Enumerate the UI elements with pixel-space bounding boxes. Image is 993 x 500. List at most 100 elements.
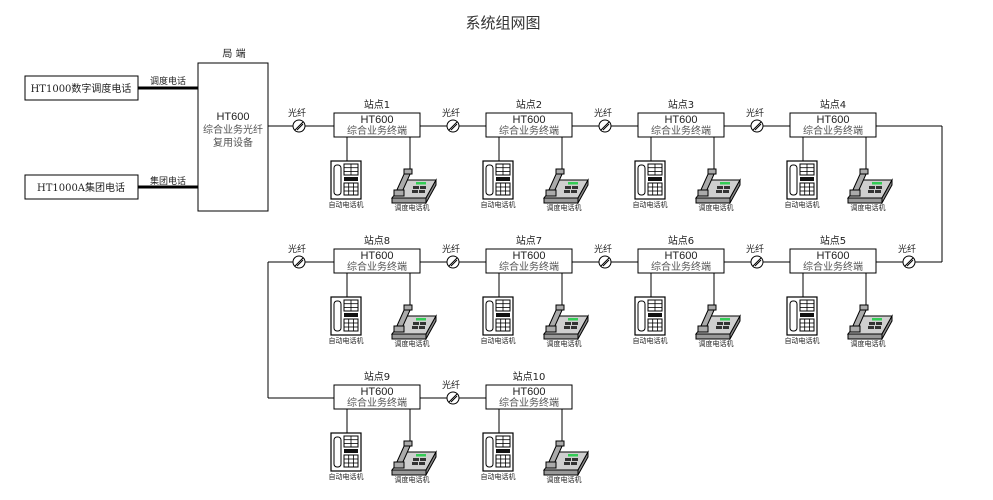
dispatch-phone-icon bbox=[542, 304, 589, 341]
station-terminal-box bbox=[485, 384, 573, 410]
station-box-line1: HT600 bbox=[512, 114, 545, 126]
auto-phone-icon bbox=[330, 296, 362, 336]
station-box-line1: HT600 bbox=[360, 250, 393, 262]
station-1: 站点1HT600综合业务终端自动电话机调度电话机 bbox=[329, 98, 437, 212]
dispatch-phone-icon bbox=[694, 304, 741, 341]
dispatch-link-label: 调度电话 bbox=[150, 75, 186, 87]
fiber-label: 光纤 bbox=[442, 107, 460, 119]
dispatch-phone-icon bbox=[542, 440, 589, 477]
fiber-connector: 光纤 bbox=[746, 243, 764, 269]
fiber-connector: 光纤 bbox=[442, 243, 460, 269]
dispatch-phone-icon bbox=[694, 168, 741, 205]
central-office-caption: 局 端 bbox=[222, 47, 245, 60]
station-box-line1: HT600 bbox=[512, 250, 545, 262]
fiber-connector: 光纤 bbox=[898, 243, 916, 269]
station-name: 站点8 bbox=[364, 234, 390, 247]
station-10: 站点10HT600综合业务终端自动电话机调度电话机 bbox=[481, 370, 589, 484]
station-box-line2: 综合业务终端 bbox=[499, 260, 559, 273]
station-name: 站点10 bbox=[513, 370, 546, 383]
station-terminal-box bbox=[637, 248, 725, 274]
station-name: 站点4 bbox=[820, 98, 846, 111]
fiber-label: 光纤 bbox=[746, 243, 764, 255]
terminal-label: HT1000A集团电话 bbox=[37, 181, 125, 194]
station-box-line2: 综合业务终端 bbox=[499, 124, 559, 137]
station-terminal-box bbox=[485, 248, 573, 274]
station-terminal-box bbox=[789, 248, 877, 274]
fiber-label: 光纤 bbox=[442, 379, 460, 391]
fiber-links: 光纤光纤光纤光纤光纤光纤光纤光纤光纤光纤 bbox=[267, 107, 943, 405]
auto-phone-icon bbox=[634, 296, 666, 336]
fiber-connector: 光纤 bbox=[746, 107, 764, 133]
auto-phone-label: 自动电话机 bbox=[329, 336, 364, 345]
auto-phone-label: 自动电话机 bbox=[633, 336, 668, 345]
auto-phone-icon bbox=[786, 160, 818, 200]
auto-phone-icon bbox=[482, 160, 514, 200]
auto-phone-label: 自动电话机 bbox=[329, 472, 364, 481]
auto-phone-icon bbox=[330, 160, 362, 200]
fiber-label: 光纤 bbox=[288, 107, 306, 119]
dispatch-phone-icon bbox=[390, 304, 437, 341]
fiber-label: 光纤 bbox=[288, 243, 306, 255]
station-name: 站点3 bbox=[668, 98, 694, 111]
station-box-line2: 综合业务终端 bbox=[347, 124, 407, 137]
fiber-connector: 光纤 bbox=[288, 107, 306, 133]
central-office-line: HT600 bbox=[216, 111, 249, 123]
station-name: 站点7 bbox=[516, 234, 542, 247]
dispatch-phone-label: 调度电话机 bbox=[851, 339, 886, 348]
station-box-line2: 综合业务终端 bbox=[803, 124, 863, 137]
station-box-line1: HT600 bbox=[816, 114, 849, 126]
station-terminal-box bbox=[789, 112, 877, 138]
central-office-line: 复用设备 bbox=[213, 136, 253, 149]
station-box-line2: 综合业务终端 bbox=[651, 260, 711, 273]
dispatch-phone-label: 调度电话机 bbox=[699, 203, 734, 212]
diagram-title: 系统组网图 bbox=[465, 14, 540, 32]
fiber-connector: 光纤 bbox=[442, 107, 460, 133]
auto-phone-label: 自动电话机 bbox=[481, 472, 516, 481]
dispatch-phone-label: 调度电话机 bbox=[547, 475, 582, 484]
auto-phone-icon bbox=[330, 432, 362, 472]
dispatch-phone-label: 调度电话机 bbox=[395, 203, 430, 212]
station-terminal-box bbox=[637, 112, 725, 138]
station-2: 站点2HT600综合业务终端自动电话机调度电话机 bbox=[481, 98, 589, 212]
station-box-line2: 综合业务终端 bbox=[347, 396, 407, 409]
auto-phone-label: 自动电话机 bbox=[785, 336, 820, 345]
station-box-line1: HT600 bbox=[360, 386, 393, 398]
fiber-connector: 光纤 bbox=[288, 243, 306, 269]
station-3: 站点3HT600综合业务终端自动电话机调度电话机 bbox=[633, 98, 741, 212]
dispatch-phone-label: 调度电话机 bbox=[699, 339, 734, 348]
station-terminal-box bbox=[333, 112, 421, 138]
station-box-line2: 综合业务终端 bbox=[651, 124, 711, 137]
station-name: 站点6 bbox=[668, 234, 694, 247]
group-link-label: 集团电话 bbox=[150, 175, 186, 187]
dispatch-phone-label: 调度电话机 bbox=[851, 203, 886, 212]
station-box-line2: 综合业务终端 bbox=[803, 260, 863, 273]
dispatch-phone-label: 调度电话机 bbox=[547, 203, 582, 212]
station-7: 站点7HT600综合业务终端自动电话机调度电话机 bbox=[481, 234, 589, 348]
dispatch-phone-label: 调度电话机 bbox=[547, 339, 582, 348]
auto-phone-label: 自动电话机 bbox=[785, 200, 820, 209]
station-box-line2: 综合业务终端 bbox=[347, 260, 407, 273]
station-terminal-box bbox=[333, 384, 421, 410]
central-office-box: HT600 综合业务光纤 复用设备 bbox=[197, 62, 269, 212]
fiber-label: 光纤 bbox=[594, 243, 612, 255]
terminal-label: HT1000数字调度电话 bbox=[31, 82, 132, 95]
station-terminal-box bbox=[485, 112, 573, 138]
central-office-line: 综合业务光纤 bbox=[203, 123, 263, 136]
fiber-label: 光纤 bbox=[898, 243, 916, 255]
dispatch-phone-label: 调度电话机 bbox=[395, 339, 430, 348]
dispatch-phone-icon bbox=[390, 440, 437, 477]
fiber-connector: 光纤 bbox=[442, 379, 460, 405]
station-name: 站点9 bbox=[364, 370, 390, 383]
station-terminal-box bbox=[333, 248, 421, 274]
station-name: 站点1 bbox=[364, 98, 390, 111]
dispatch-phone-label: 调度电话机 bbox=[395, 475, 430, 484]
dispatch-phone-icon bbox=[846, 168, 893, 205]
auto-phone-icon bbox=[634, 160, 666, 200]
fiber-label: 光纤 bbox=[442, 243, 460, 255]
station-5: 站点5HT600综合业务终端自动电话机调度电话机 bbox=[785, 234, 893, 348]
fiber-connector: 光纤 bbox=[594, 243, 612, 269]
